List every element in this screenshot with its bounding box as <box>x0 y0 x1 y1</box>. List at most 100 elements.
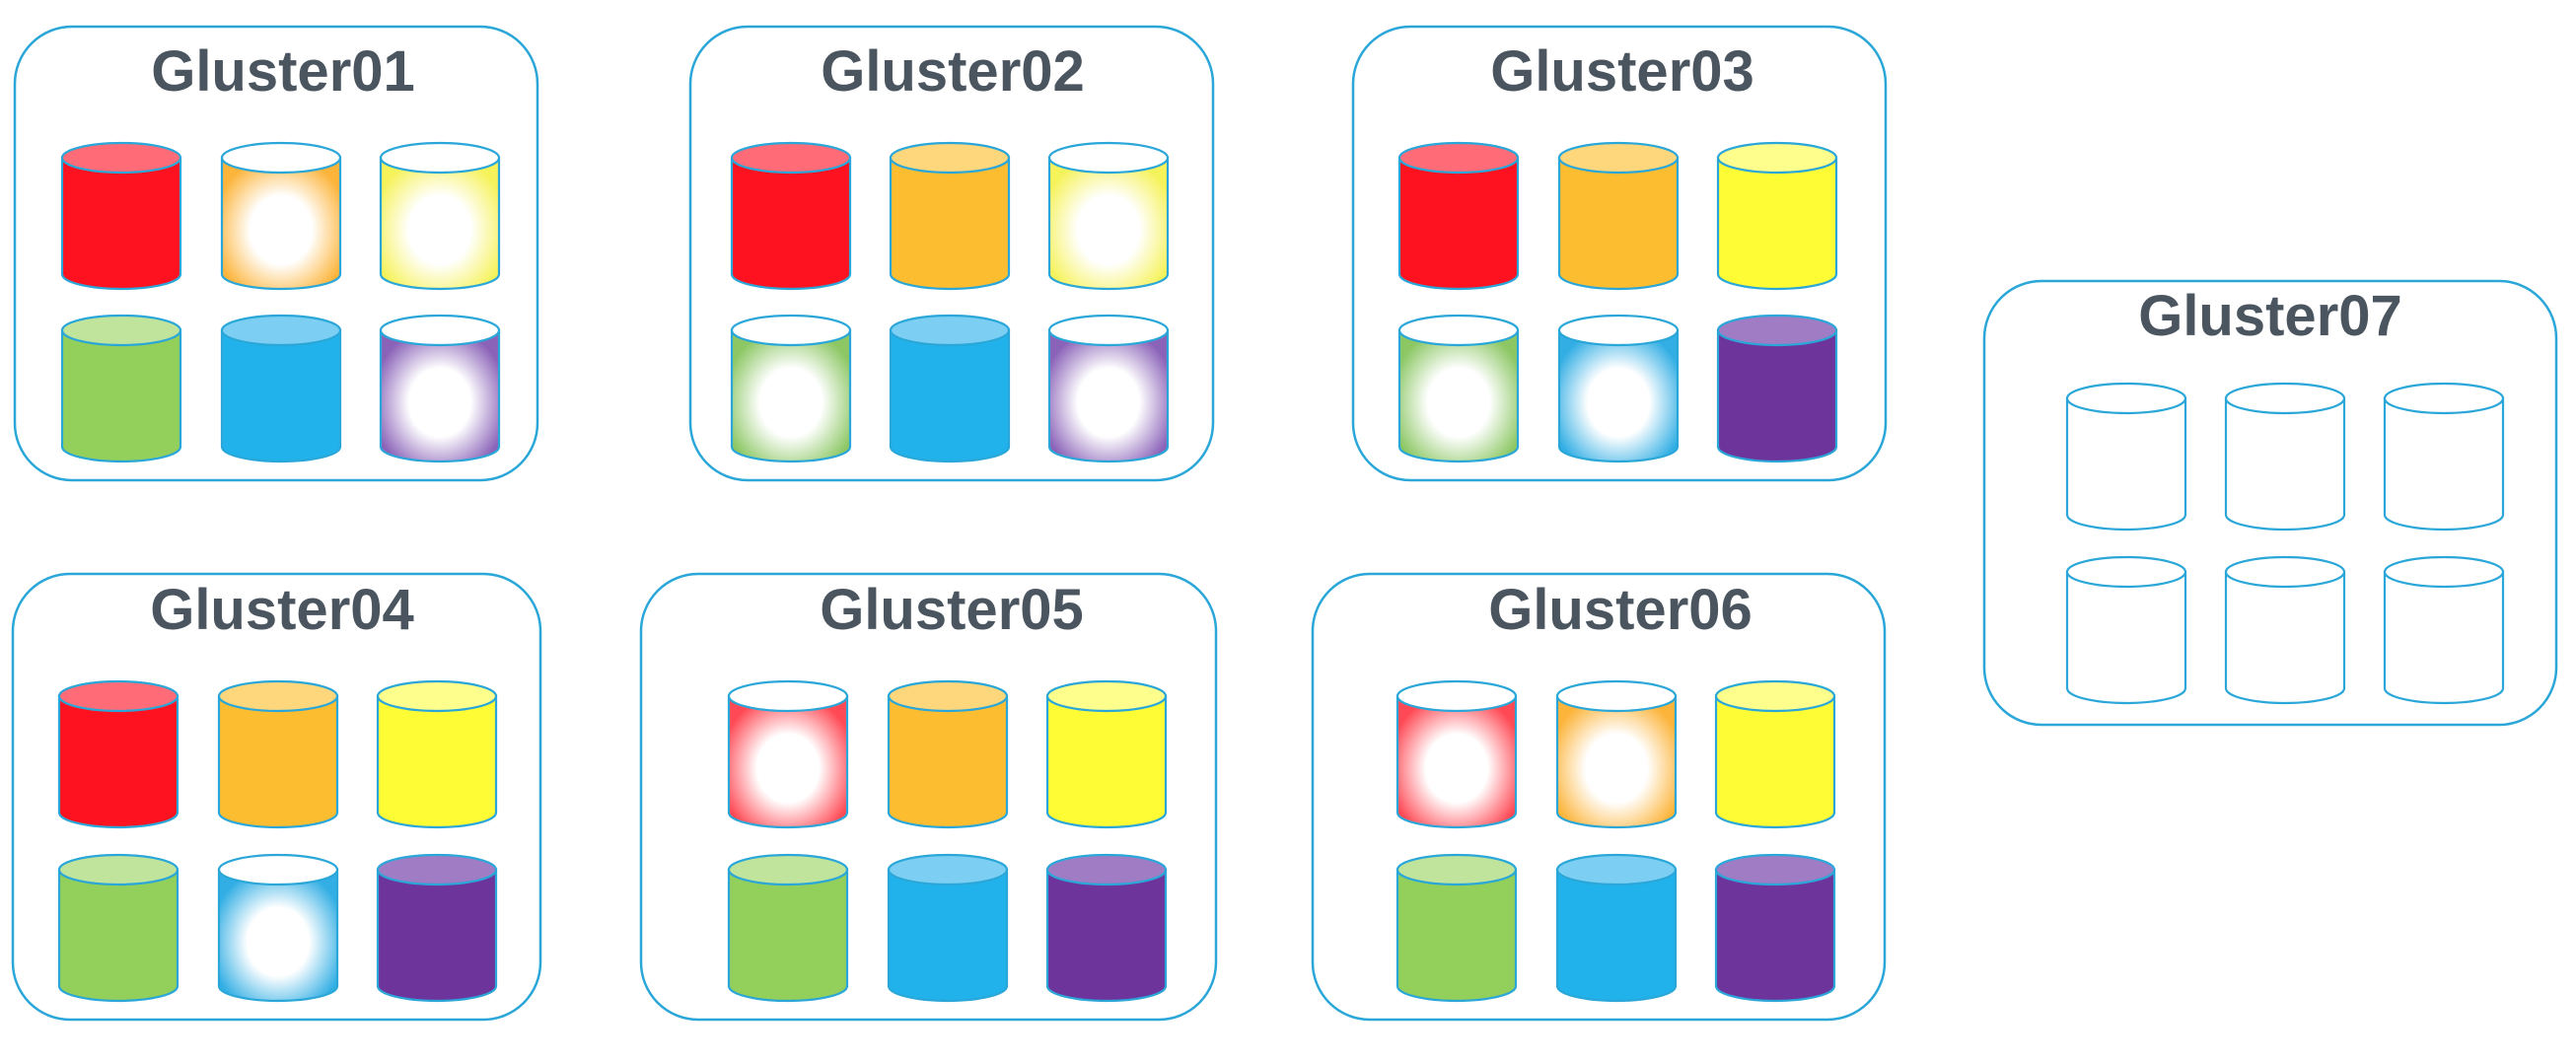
disk-grid <box>57 679 498 1003</box>
gluster-node: Gluster06 <box>1311 572 1887 1022</box>
disk-body <box>1555 694 1678 829</box>
disk-top <box>57 853 179 886</box>
disk-red-faded <box>1395 679 1518 829</box>
disk-green-filled <box>727 853 849 1003</box>
disk-blue-filled <box>889 314 1011 463</box>
disk-top <box>1047 141 1170 175</box>
disk-top <box>217 853 339 886</box>
disk-body <box>1045 694 1168 829</box>
disk-top <box>1557 314 1680 347</box>
disk-red-faded <box>727 679 849 829</box>
disk-body <box>889 328 1011 463</box>
disk-green-faded <box>1397 314 1520 463</box>
disk-body <box>1045 868 1168 1003</box>
disk-body <box>376 694 498 829</box>
disk-top <box>2065 382 2187 415</box>
disk-green-faded <box>730 314 852 463</box>
disk-body <box>2383 396 2505 532</box>
disk-top <box>2224 555 2346 589</box>
disk-top <box>1395 853 1518 886</box>
node-title: Gluster02 <box>821 39 1085 104</box>
disk-body <box>2224 570 2346 705</box>
disk-top <box>220 141 342 175</box>
disk-body <box>727 868 849 1003</box>
disk-grid <box>2065 382 2505 705</box>
disk-yellow-filled <box>1045 679 1168 829</box>
disk-empty-empty <box>2383 555 2505 705</box>
gluster-node: Gluster02 <box>688 25 1215 482</box>
disk-blue-faded <box>217 853 339 1003</box>
disk-body <box>2065 570 2187 705</box>
node-title: Gluster05 <box>820 578 1084 642</box>
disk-blue-filled <box>220 314 342 463</box>
node-title: Gluster03 <box>1490 39 1754 104</box>
disk-top <box>1555 853 1678 886</box>
disk-body <box>379 328 501 463</box>
disk-body <box>2224 396 2346 532</box>
disk-top <box>1045 853 1168 886</box>
disk-purple-filled <box>1716 314 1838 463</box>
disk-top <box>889 141 1011 175</box>
disk-red-filled <box>60 141 182 291</box>
disk-body <box>57 694 179 829</box>
disk-top <box>1555 679 1678 713</box>
disk-top <box>2224 382 2346 415</box>
disk-body <box>376 868 498 1003</box>
disk-top <box>1716 141 1838 175</box>
disk-purple-faded <box>379 314 501 463</box>
node-title: Gluster07 <box>2138 284 2402 348</box>
disk-yellow-filled <box>1716 141 1838 291</box>
disk-top <box>1714 679 1836 713</box>
disk-grid <box>1397 141 1838 463</box>
disk-yellow-faded <box>1047 141 1170 291</box>
disk-yellow-faded <box>379 141 501 291</box>
disk-body <box>887 868 1009 1003</box>
disk-body <box>730 156 852 291</box>
disk-red-filled <box>57 679 179 829</box>
disk-body <box>60 328 182 463</box>
disk-empty-empty <box>2224 555 2346 705</box>
disk-top <box>2383 555 2505 589</box>
disk-body <box>220 156 342 291</box>
disk-top <box>57 679 179 713</box>
disk-body <box>2383 570 2505 705</box>
disk-grid <box>727 679 1168 1003</box>
disk-top <box>730 141 852 175</box>
node-title: Gluster01 <box>151 39 415 104</box>
disk-body <box>1716 328 1838 463</box>
disk-body <box>1397 328 1520 463</box>
disk-blue-filled <box>1555 853 1678 1003</box>
gluster-node: Gluster04 <box>11 572 542 1022</box>
disk-top <box>1557 141 1680 175</box>
disk-empty-empty <box>2065 382 2187 532</box>
disk-body <box>220 328 342 463</box>
disk-orange-filled <box>217 679 339 829</box>
disk-grid <box>730 141 1170 463</box>
disk-body <box>1714 694 1836 829</box>
disk-purple-filled <box>1045 853 1168 1003</box>
disk-top <box>376 853 498 886</box>
disk-orange-faded <box>220 141 342 291</box>
node-title: Gluster04 <box>150 578 414 642</box>
disk-body <box>1557 328 1680 463</box>
disk-top <box>379 314 501 347</box>
disk-top <box>730 314 852 347</box>
disk-red-filled <box>730 141 852 291</box>
disk-top <box>60 141 182 175</box>
disk-grid <box>60 141 501 463</box>
disk-body <box>1047 328 1170 463</box>
disk-body <box>727 694 849 829</box>
disk-top <box>1047 314 1170 347</box>
disk-body <box>1557 156 1680 291</box>
disk-green-filled <box>57 853 179 1003</box>
disk-top <box>887 679 1009 713</box>
disk-top <box>1716 314 1838 347</box>
disk-top <box>727 853 849 886</box>
disk-body <box>1714 868 1836 1003</box>
disk-orange-filled <box>887 679 1009 829</box>
disk-top <box>889 314 1011 347</box>
disk-top <box>1395 679 1518 713</box>
disk-green-filled <box>60 314 182 463</box>
disk-top <box>2383 382 2505 415</box>
